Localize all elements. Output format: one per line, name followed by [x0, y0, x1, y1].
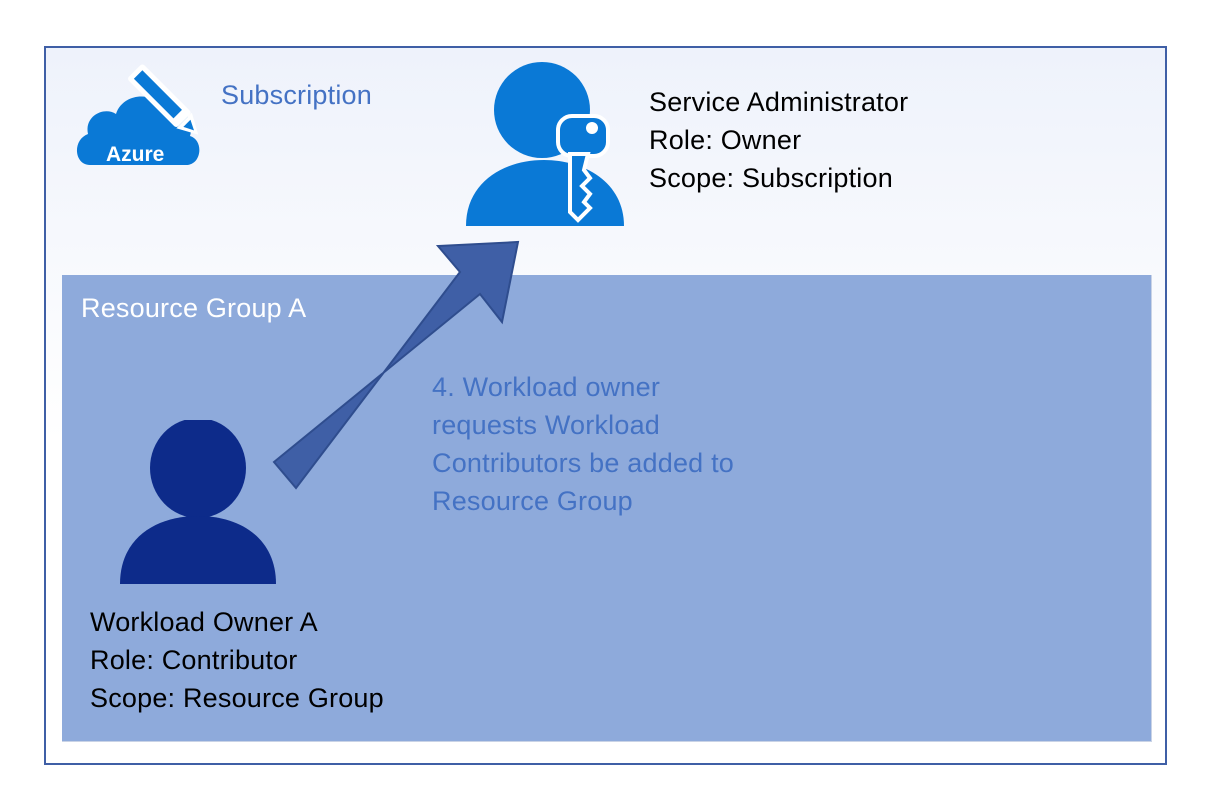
service-admin-name: Service Administrator [649, 87, 909, 117]
request-line-1: 4. Workload owner [432, 372, 661, 402]
user-key-icon [466, 62, 624, 226]
request-arrow-icon [272, 240, 520, 490]
workload-owner-info: Workload Owner A Role: Contributor Scope… [90, 603, 384, 717]
service-admin-role: Role: Owner [649, 125, 802, 155]
service-admin-scope: Scope: Subscription [649, 163, 893, 193]
azure-cloud-pencil-icon: Azure [76, 64, 200, 166]
azure-logo-text: Azure [106, 143, 164, 166]
request-description: 4. Workload owner requests Workload Cont… [432, 368, 734, 520]
request-line-2: requests Workload [432, 410, 661, 440]
request-line-3: Contributors be added to [432, 448, 734, 478]
workload-owner-name: Workload Owner A [90, 607, 318, 637]
resource-group-container [62, 275, 1152, 742]
owner-head [150, 420, 246, 518]
request-line-4: Resource Group [432, 486, 633, 516]
owner-body [120, 516, 276, 584]
workload-owner-scope: Scope: Resource Group [90, 683, 384, 713]
user-icon [120, 420, 276, 584]
resource-group-label: Resource Group A [81, 293, 307, 323]
service-admin-info: Service Administrator Role: Owner Scope:… [649, 83, 908, 197]
workload-owner-role: Role: Contributor [90, 645, 298, 675]
admin-body [466, 160, 624, 226]
pencil-shape [128, 64, 199, 135]
subscription-label: Subscription [221, 80, 372, 110]
key-shape [556, 114, 610, 223]
